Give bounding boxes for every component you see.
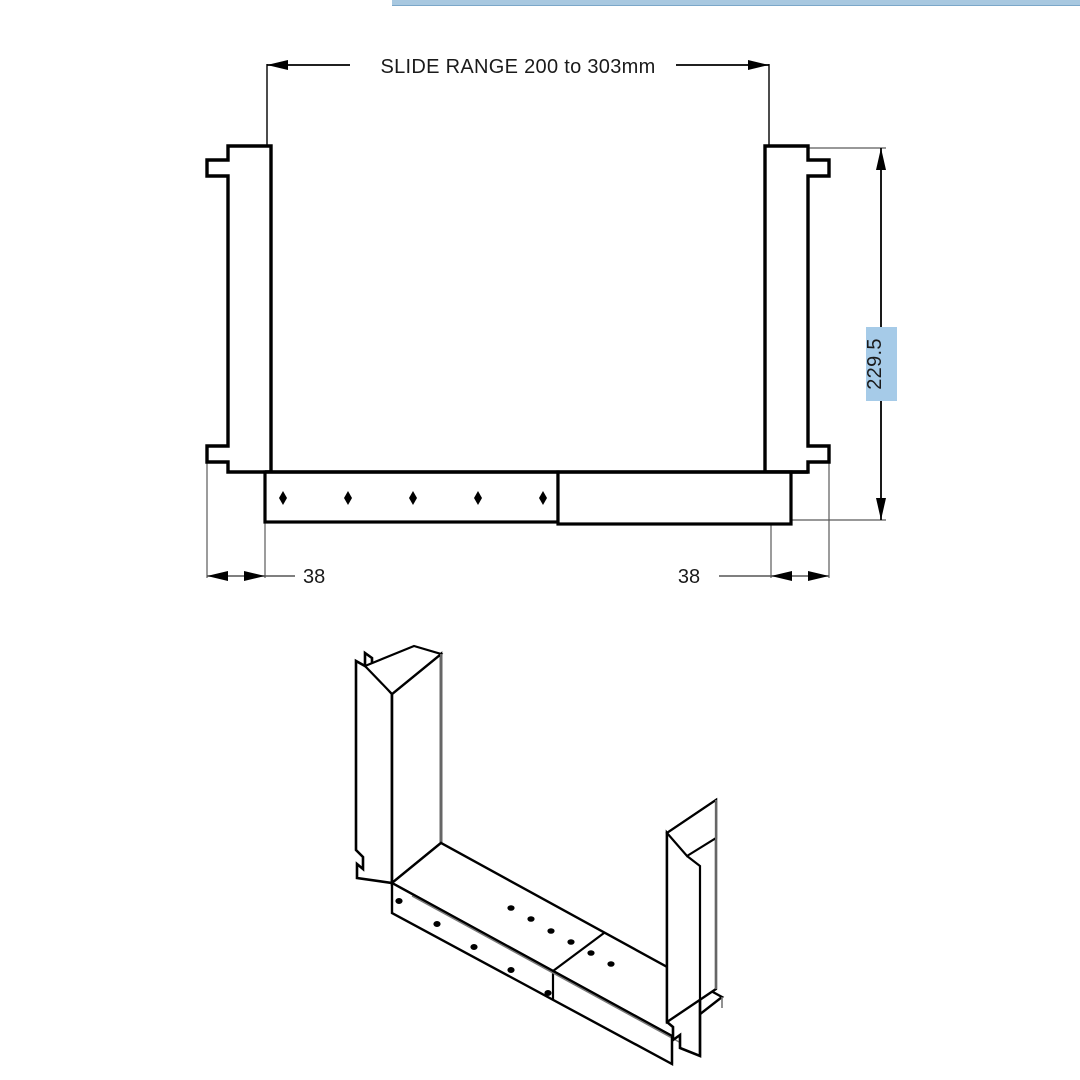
diamond-hole-icon bbox=[470, 944, 478, 950]
isometric-view-group bbox=[354, 644, 725, 1067]
extension-lines bbox=[266, 64, 770, 146]
iso-rail-divider-top bbox=[552, 932, 605, 972]
diamond-hole-icon bbox=[433, 921, 441, 927]
diamond-hole-icon bbox=[587, 950, 595, 956]
left-bracket-profile bbox=[205, 144, 273, 474]
diamond-hole-icon bbox=[279, 494, 287, 502]
diamond-hole-icon bbox=[607, 961, 615, 967]
arrowhead-bl-left bbox=[207, 571, 228, 581]
arrowhead-bl-right bbox=[244, 571, 265, 581]
diamond-hole-icon bbox=[539, 494, 547, 502]
iso-holes-front-row bbox=[395, 898, 552, 996]
diamond-hole-icon bbox=[409, 494, 417, 502]
dimension-height: 229.5 bbox=[864, 148, 897, 520]
arrowhead-top bbox=[876, 148, 886, 170]
arrowhead-right bbox=[748, 60, 769, 70]
height-label: 229.5 bbox=[864, 338, 886, 390]
diamond-hole-icon bbox=[474, 494, 482, 502]
mounting-holes-group bbox=[279, 491, 547, 505]
arrowhead-bottom bbox=[876, 498, 886, 520]
diamond-hole-icon bbox=[344, 494, 352, 502]
iso-rail-fold-line bbox=[411, 895, 693, 1050]
diamond-hole-icon bbox=[507, 967, 515, 973]
bottom-rail-right-segment bbox=[556, 470, 793, 526]
arrowhead-br-left bbox=[771, 571, 792, 581]
diamond-hole-icon bbox=[544, 990, 552, 996]
height-label-highlight bbox=[866, 327, 897, 401]
iso-right-plate-notch bbox=[686, 855, 702, 1056]
diamond-hole-icon bbox=[527, 916, 535, 922]
dimension-offset-left: 38 bbox=[207, 566, 325, 588]
iso-holes-top-row bbox=[507, 905, 615, 967]
top-selection-bar bbox=[392, 0, 1080, 6]
arrowhead-br-right bbox=[808, 571, 829, 581]
diamond-hole-icon bbox=[567, 939, 575, 945]
offset-left-label: 38 bbox=[303, 566, 325, 588]
diamond-hole-icon bbox=[395, 898, 403, 904]
front-elevation-group: SLIDE RANGE 200 to 303mm bbox=[205, 56, 897, 588]
diamond-hole-icon bbox=[547, 928, 555, 934]
arrowhead-left bbox=[267, 60, 288, 70]
diamond-hole-icon bbox=[507, 905, 515, 911]
dimension-slide-range: SLIDE RANGE 200 to 303mm bbox=[267, 56, 769, 78]
offset-right-label: 38 bbox=[678, 566, 700, 588]
right-bracket-profile bbox=[763, 144, 831, 474]
slide-range-label: SLIDE RANGE 200 to 303mm bbox=[380, 56, 655, 78]
dimension-offset-right: 38 bbox=[678, 566, 829, 588]
